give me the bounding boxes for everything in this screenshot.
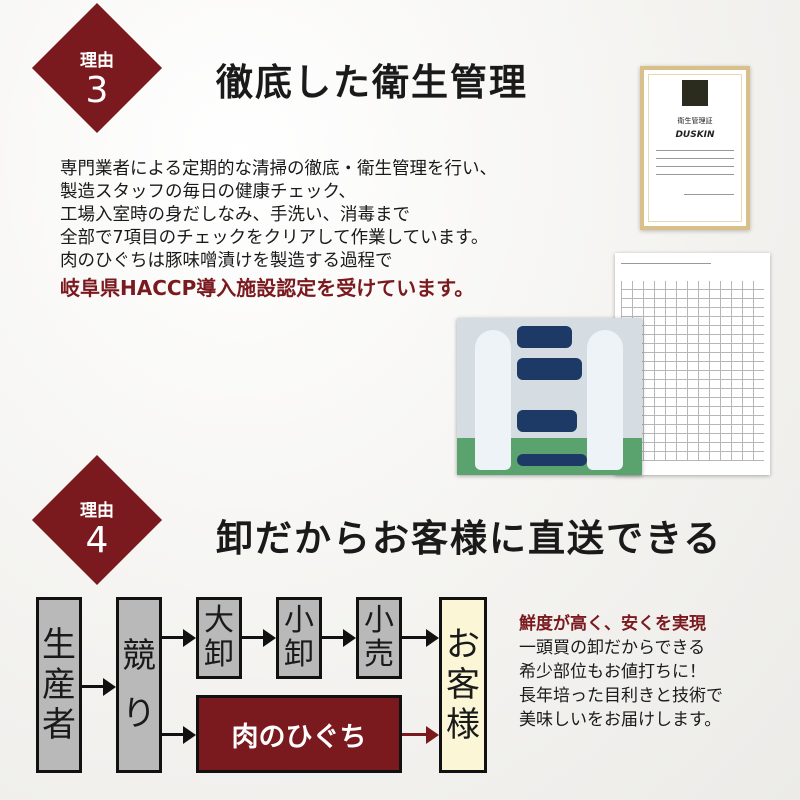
haccp-highlight: 岐阜県HACCP導入施設認定を受けています。	[60, 276, 475, 300]
flow-producer-box: 生産者	[36, 597, 82, 773]
flow-wholesale-small-label: 小卸	[284, 603, 314, 672]
paragraph-line: 製造スタッフの毎日の健康チェック、	[60, 182, 356, 202]
flow-customer-label: お客様	[446, 625, 480, 745]
side-line: 美味しいをお届けします。	[519, 710, 722, 730]
reason3-badge-number: 3	[85, 70, 109, 111]
flow-wholesale-large-label: 大卸	[204, 603, 234, 672]
flow-retail-box: 小売	[356, 597, 402, 679]
arrow-auction-company	[162, 733, 184, 736]
arrow-company-customer	[402, 733, 427, 736]
side-line: 希少部位もお値打ちに！	[519, 662, 706, 682]
reason3-paragraph: 専門業者による定期的な清掃の徹底・衛生管理を行い、 製造スタッフの毎日の健康チェ…	[60, 158, 620, 300]
flow-retail-label: 小売	[364, 603, 394, 672]
reason3-badge-label: 理由	[80, 51, 114, 71]
side-line: 一頭買の卸だからできる	[519, 638, 706, 658]
flow-wholesale-large-box: 大卸	[196, 597, 242, 679]
certificate-brand: DUSKIN	[675, 130, 715, 140]
flow-auction-label: 競り	[122, 636, 156, 734]
arrowhead	[426, 629, 439, 647]
staff-uniform-photo	[457, 318, 642, 475]
arrowhead	[183, 726, 196, 744]
side-lead: 鮮度が高く、安くを実現	[519, 614, 706, 634]
reason3-heading: 徹底した衛生管理	[216, 61, 528, 104]
flow-auction-box: 競り	[116, 597, 162, 773]
reason4-badge-number: 4	[85, 520, 109, 561]
arrowhead	[343, 629, 356, 647]
certificate-emblem	[682, 80, 708, 106]
flow-wholesale-small-box: 小卸	[276, 597, 322, 679]
arrow-small-retail	[322, 636, 344, 639]
arrowhead	[103, 678, 116, 696]
arrow-auction-wholesale	[162, 636, 184, 639]
arrowhead	[426, 726, 439, 744]
certificate-title: 衛生管理証	[677, 117, 713, 125]
paragraph-line: 肉のひぐちは豚味噌漬けを製造する過程で	[60, 251, 393, 271]
arrowhead	[183, 629, 196, 647]
paragraph-line: 専門業者による定期的な清掃の徹底・衛生管理を行い、	[60, 159, 497, 179]
hygiene-certificate-image: 衛生管理証 DUSKIN	[640, 66, 750, 230]
arrow-wholesale-small	[242, 636, 264, 639]
arrowhead	[263, 629, 276, 647]
flow-customer-box: お客様	[439, 597, 487, 773]
reason4-badge-label: 理由	[80, 501, 114, 521]
paragraph-line: 全部で7項目のチェックをクリアして作業しています。	[60, 228, 489, 248]
reason4-side-text: 鮮度が高く、安くを実現 一頭買の卸だからできる 希少部位もお値打ちに！ 長年培っ…	[519, 612, 723, 732]
worker-front	[475, 330, 511, 470]
arrow-producer-auction	[82, 685, 104, 688]
arrow-retail-customer	[402, 636, 427, 639]
paragraph-line: 工場入室時の身だしなみ、手洗い、消毒まで	[60, 205, 410, 225]
worker-back	[587, 330, 623, 470]
flow-producer-label: 生産者	[42, 625, 76, 745]
side-line: 長年培った目利きと技術で	[519, 686, 723, 706]
flow-company-label: 肉のひぐち	[231, 721, 367, 753]
reason4-heading: 卸だからお客様に直送できる	[216, 517, 723, 560]
flow-company-box: 肉のひぐち	[196, 695, 402, 773]
